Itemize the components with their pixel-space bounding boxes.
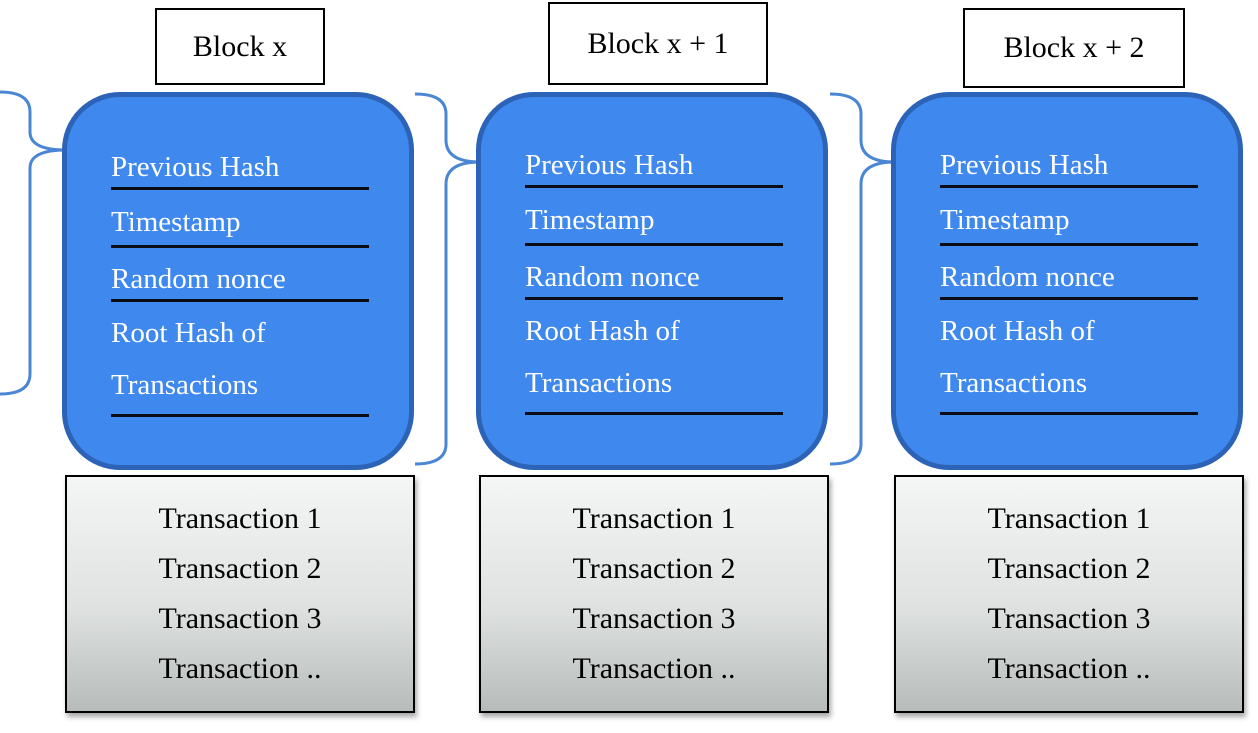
previous-hash-label: Previous Hash: [940, 149, 1109, 181]
timestamp-field: Timestamp: [111, 192, 369, 248]
transaction-item: Transaction 3: [158, 602, 322, 635]
timestamp-field: Timestamp: [940, 190, 1198, 246]
block-label: Block x + 2: [963, 8, 1185, 88]
transaction-item: Transaction 2: [987, 552, 1151, 585]
block-label: Block x + 1: [548, 2, 768, 85]
block-header: Previous Hash Timestamp Random nonce Roo…: [62, 92, 414, 470]
nonce-field: Random nonce: [111, 250, 369, 302]
block-header: Previous Hash Timestamp Random nonce Roo…: [476, 92, 828, 470]
hash-link-bracket-0: [0, 90, 67, 396]
timestamp-field: Timestamp: [525, 190, 783, 246]
timestamp-label: Timestamp: [525, 204, 655, 236]
transaction-item: Transaction ..: [987, 652, 1151, 685]
transaction-item: Transaction 3: [572, 602, 736, 635]
previous-hash-label: Previous Hash: [525, 149, 694, 181]
previous-hash-field: Previous Hash: [525, 137, 783, 188]
hash-link-bracket-2: [829, 92, 896, 466]
transaction-item: Transaction 2: [158, 552, 322, 585]
block-label-text: Block x: [192, 29, 288, 63]
nonce-label: Random nonce: [525, 261, 700, 293]
timestamp-label: Timestamp: [111, 206, 241, 238]
transaction-item: Transaction ..: [158, 652, 322, 685]
root-hash-label-line1: Root Hash of: [525, 315, 680, 347]
block-header: Previous Hash Timestamp Random nonce Roo…: [891, 92, 1243, 470]
root-hash-label-line2: Transactions: [525, 367, 673, 399]
block-label: Block x: [155, 8, 325, 85]
previous-hash-label: Previous Hash: [111, 151, 280, 183]
transactions-box: Transaction 1 Transaction 2 Transaction …: [894, 475, 1244, 713]
timestamp-label: Timestamp: [940, 204, 1070, 236]
transactions-box: Transaction 1 Transaction 2 Transaction …: [65, 475, 415, 713]
root-hash-label-line2: Transactions: [111, 369, 259, 401]
root-hash-field: Root Hash of Transactions: [940, 305, 1198, 415]
nonce-label: Random nonce: [940, 261, 1115, 293]
root-hash-field: Root Hash of Transactions: [525, 305, 783, 415]
root-hash-label-line2: Transactions: [940, 367, 1088, 399]
transaction-item: Transaction 1: [572, 502, 736, 535]
transactions-box: Transaction 1 Transaction 2 Transaction …: [479, 475, 829, 713]
transaction-item: Transaction 3: [987, 602, 1151, 635]
nonce-label: Random nonce: [111, 263, 286, 295]
nonce-field: Random nonce: [525, 248, 783, 300]
root-hash-label-line1: Root Hash of: [111, 317, 266, 349]
root-hash-label-line1: Root Hash of: [940, 315, 1095, 347]
previous-hash-field: Previous Hash: [111, 139, 369, 190]
transaction-item: Transaction 2: [572, 552, 736, 585]
transaction-item: Transaction 1: [158, 502, 322, 535]
block-label-text: Block x + 2: [1003, 31, 1145, 64]
root-hash-field: Root Hash of Transactions: [111, 307, 369, 417]
transaction-item: Transaction ..: [572, 652, 736, 685]
previous-hash-field: Previous Hash: [940, 137, 1198, 188]
nonce-field: Random nonce: [940, 248, 1198, 300]
transaction-item: Transaction 1: [987, 502, 1151, 535]
hash-link-bracket-1: [414, 92, 481, 466]
block-label-text: Block x + 1: [587, 26, 729, 60]
